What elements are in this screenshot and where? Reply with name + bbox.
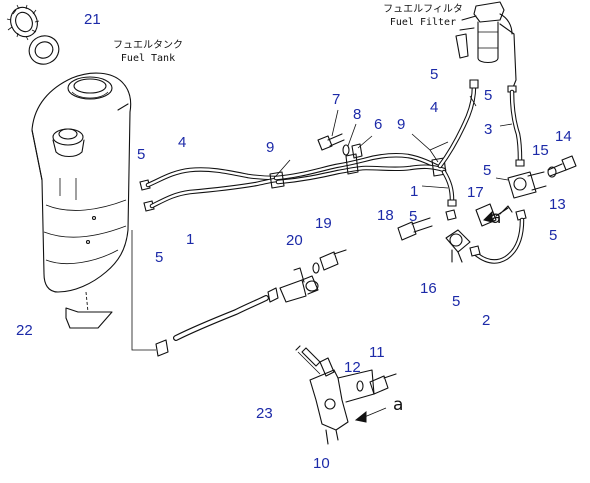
callout-label: 5 <box>484 87 493 104</box>
callout-label: 11 <box>369 344 385 361</box>
callout-label: 19 <box>315 215 332 232</box>
callout-label: 22 <box>16 322 33 339</box>
reference-mark-a-lower: a <box>393 395 404 415</box>
callout-label: 1 <box>186 231 195 248</box>
callout-label: 7 <box>332 91 341 108</box>
callout-label: 4 <box>178 134 187 151</box>
cap-gasket-part-21 <box>28 35 60 65</box>
fuel-tank-caption-jp: フュエルタンク <box>113 40 183 51</box>
callout-label: 15 <box>532 142 549 159</box>
callout-label: 5 <box>137 146 146 163</box>
fitting-part-5-mid <box>445 209 457 221</box>
fuel-cap-part-21 <box>6 4 40 41</box>
support-plate-part-22 <box>65 291 113 329</box>
callout-label: 3 <box>484 121 493 138</box>
bolt-part-14 <box>547 155 577 177</box>
washer-part-20 <box>312 262 320 274</box>
bolt-part-19 <box>319 249 347 271</box>
hose-part-4-filter <box>437 83 477 169</box>
callout-label: 1 <box>410 183 419 200</box>
callout-label: 20 <box>286 232 303 249</box>
washer-part-15 <box>547 166 557 178</box>
callout-label: 5 <box>452 293 461 310</box>
callout-label: 12 <box>344 359 361 376</box>
callout-label: 5 <box>549 227 558 244</box>
callout-label: 16 <box>420 280 437 297</box>
reference-mark-a-upper: a <box>491 208 502 228</box>
bracket-part-10 <box>309 369 375 445</box>
callout-label: 5 <box>155 249 164 266</box>
callout-label: 9 <box>397 116 406 133</box>
fitting-part-23 <box>295 345 335 377</box>
callout-label: 2 <box>482 312 491 329</box>
fitting-part-5-pump <box>515 209 527 221</box>
fuel-filter-caption-jp: フュエルフィルタ <box>383 4 463 15</box>
fuel-tank-caption-en: Fuel Tank <box>120 53 176 64</box>
callout-label: 17 <box>467 184 484 201</box>
line-clamp-lower <box>155 339 169 357</box>
fuel-filter-caption-en: Fuel Filter <box>389 17 457 28</box>
callout-label: 9 <box>266 139 275 156</box>
callout-label: 23 <box>256 405 273 422</box>
callout-label: 6 <box>374 116 383 133</box>
callout-label: 10 <box>313 455 330 472</box>
bracket-part-17 <box>475 203 497 227</box>
callout-label: 4 <box>430 99 439 116</box>
callout-label: 8 <box>353 106 362 123</box>
clamp-part-6 <box>351 143 363 159</box>
tank-fitting-lower <box>143 200 155 212</box>
sensor-part-16 <box>445 229 471 263</box>
fuel-filter <box>455 1 517 91</box>
callout-label: 5 <box>430 66 439 83</box>
bolt-part-11 <box>369 373 397 395</box>
washer-part-8 <box>342 144 350 156</box>
bolt-part-18 <box>397 217 433 241</box>
bolt-part-7 <box>317 133 345 151</box>
callout-label: 21 <box>84 11 101 28</box>
priming-pump-part-13 <box>507 171 547 199</box>
callout-label: 14 <box>555 128 572 145</box>
fuel-tank <box>31 72 132 293</box>
callout-label: 5 <box>409 208 418 225</box>
callout-label: 18 <box>377 207 394 224</box>
tank-fitting-upper <box>139 179 151 191</box>
callout-label: 13 <box>549 196 566 213</box>
washer-part-12 <box>356 380 364 392</box>
valve-bracket-assembly <box>267 267 319 303</box>
callout-label: 5 <box>483 162 492 179</box>
